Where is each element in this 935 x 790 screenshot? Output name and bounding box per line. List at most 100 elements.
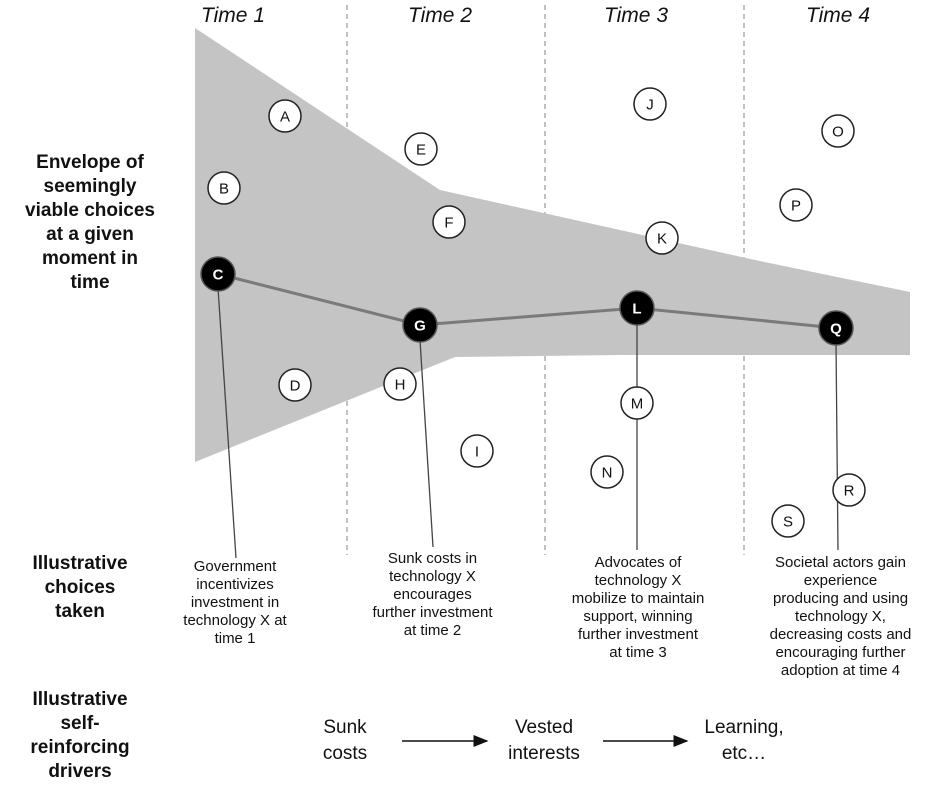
node-m — [620, 386, 654, 420]
driver-vested-interests: Vested interests — [488, 715, 600, 767]
caption-time-2: Sunk costs in technology X encourages fu… — [350, 550, 515, 640]
node-q-label: Q — [830, 321, 842, 338]
drivers-label-line: self- — [60, 713, 100, 734]
node-j-label: J — [646, 97, 654, 114]
node-b — [207, 171, 241, 205]
caption-line: at time 2 — [403, 622, 462, 639]
driver-line: etc… — [721, 743, 767, 764]
node-l — [619, 290, 655, 326]
node-q — [818, 310, 854, 346]
node-c-label: C — [213, 267, 224, 284]
row-label-choices: Illustrative choices taken — [0, 552, 160, 624]
viable-choice-node-labels: A B D E F H I J K M N O P R S — [219, 97, 855, 531]
caption-line: encourages — [393, 586, 472, 603]
node-f — [432, 205, 466, 239]
driver-sunk-costs: Sunk costs — [300, 715, 390, 767]
viable-choice-nodes — [207, 87, 866, 538]
choices-label-line: taken — [55, 601, 105, 622]
node-s — [771, 504, 805, 538]
time-label-2: Time 2 — [408, 4, 472, 27]
node-b-label: B — [219, 181, 229, 198]
time-label-4: Time 4 — [806, 4, 870, 27]
choices-label-line: Illustrative — [32, 553, 128, 574]
node-c — [200, 256, 236, 292]
time-label-1: Time 1 — [201, 4, 265, 27]
envelope-label-line: at a given — [46, 224, 134, 245]
driver-line: interests — [508, 743, 580, 764]
node-r — [832, 473, 866, 507]
driver-line: costs — [322, 743, 368, 764]
node-m-label: M — [631, 396, 644, 413]
node-e-label: E — [416, 142, 426, 159]
node-d — [278, 368, 312, 402]
driver-line: Learning, — [704, 717, 784, 738]
row-label-envelope: Envelope of seemingly viable choices at … — [0, 151, 180, 295]
node-i — [460, 434, 494, 468]
envelope-label-line: Envelope of — [36, 152, 144, 173]
node-o-label: O — [832, 124, 844, 141]
node-o — [821, 114, 855, 148]
node-k-label: K — [657, 231, 667, 248]
node-p — [779, 188, 813, 222]
caption-line: experience — [803, 572, 878, 589]
caption-line: incentivizes — [196, 576, 274, 593]
envelope-of-choices — [195, 28, 910, 462]
caption-line: Advocates of — [594, 554, 682, 571]
caption-connectors — [217, 287, 839, 559]
node-f-label: F — [444, 215, 453, 232]
caption-line: technology X — [389, 568, 476, 585]
envelope-label-line: viable choices — [25, 200, 155, 221]
drivers-label-line: drivers — [48, 761, 112, 782]
caption-line: further investment — [577, 626, 699, 643]
caption-line: at time 3 — [609, 644, 667, 661]
envelope-label-line: moment in — [41, 248, 139, 269]
caption-line: technology X — [594, 572, 682, 589]
caption-line: producing and using — [772, 590, 909, 607]
caption-line: adoption at time 4 — [780, 662, 901, 679]
chosen-path-line — [217, 272, 837, 330]
caption-line: support, winning — [583, 608, 693, 625]
caption-line: time 1 — [214, 630, 256, 647]
node-e — [404, 132, 438, 166]
caption-line: investment in — [190, 594, 280, 611]
caption-line: mobilize to maintain — [571, 590, 705, 607]
caption-line: Sunk costs in — [387, 550, 478, 567]
row-label-drivers: Illustrative self- reinforcing drivers — [0, 688, 160, 784]
node-r-label: R — [844, 483, 855, 500]
node-s-label: S — [783, 514, 793, 531]
drivers-label-line: reinforcing — [30, 737, 130, 758]
caption-line: Government — [193, 558, 277, 575]
connector-g — [419, 339, 434, 548]
choices-label-line: choices — [44, 577, 116, 598]
chosen-node-labels: C G L Q — [213, 267, 843, 338]
caption-line: decreasing costs and — [769, 626, 912, 643]
caption-line: Societal actors gain — [775, 554, 906, 571]
node-a-label: A — [280, 109, 290, 126]
node-l-label: L — [632, 301, 641, 318]
node-h — [383, 367, 417, 401]
node-g — [402, 307, 438, 343]
time-label-3: Time 3 — [604, 4, 668, 27]
envelope-label-line: seemingly — [43, 176, 137, 197]
node-n-label: N — [602, 465, 613, 482]
node-d-label: D — [290, 378, 301, 395]
caption-line: encouraging further — [775, 644, 906, 661]
caption-time-1: Government incentivizes investment in te… — [160, 558, 310, 648]
node-h-label: H — [395, 377, 406, 394]
node-g-label: G — [414, 318, 426, 335]
caption-time-3: Advocates of technology X mobilize to ma… — [548, 554, 728, 662]
envelope-label-line: time — [70, 272, 110, 293]
node-a — [268, 99, 302, 133]
chosen-nodes — [200, 256, 854, 346]
caption-line: technology X at — [183, 612, 287, 629]
node-k — [645, 221, 679, 255]
driver-line: Vested — [514, 717, 574, 738]
connector-c — [217, 287, 237, 559]
caption-time-4: Societal actors gain experience producin… — [748, 554, 933, 680]
node-p-label: P — [791, 198, 801, 215]
caption-line: further investment — [372, 604, 493, 621]
node-j — [633, 87, 667, 121]
drivers-label-line: Illustrative — [32, 689, 128, 710]
node-n — [590, 455, 624, 489]
